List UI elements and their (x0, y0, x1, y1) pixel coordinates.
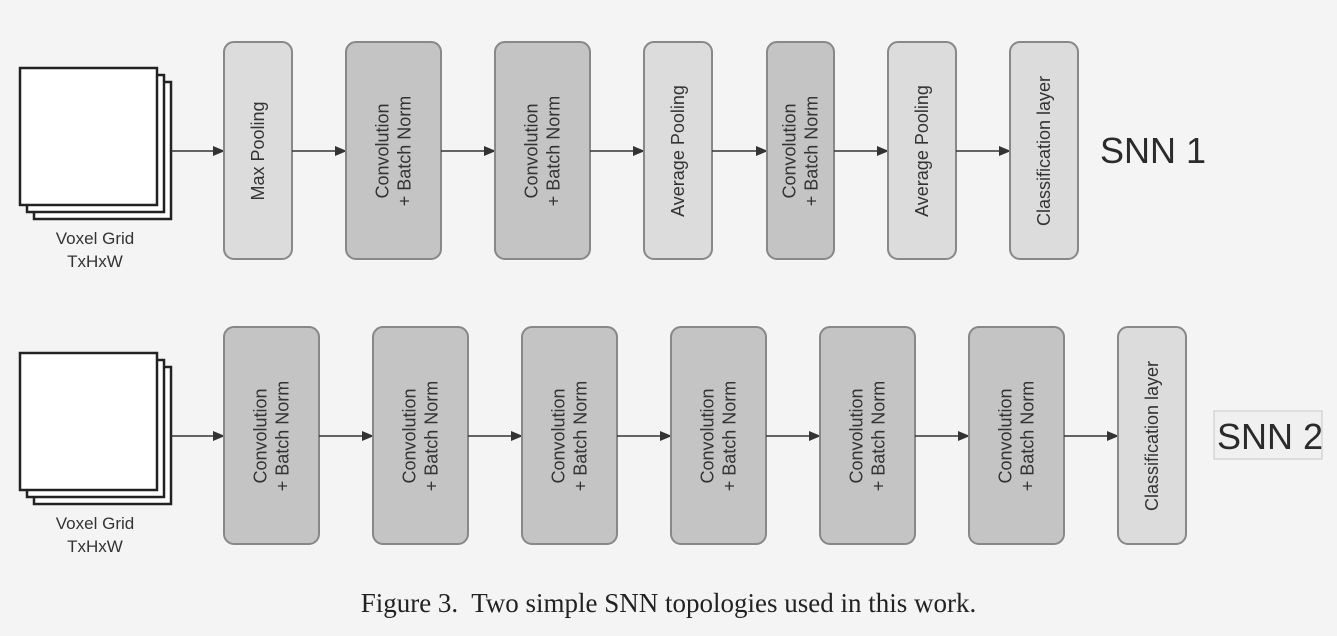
layer-block-label: Classification layer (1142, 361, 1162, 511)
layer-block-box (521, 326, 618, 545)
voxel-grid-stack (18, 351, 173, 506)
input-dimensions: TxHxW (67, 252, 123, 271)
figure-caption: Figure 3. Two simple SNN topologies used… (360, 588, 977, 618)
layer-block-box (968, 326, 1065, 545)
layer-block-convolution-batch-norm: Convolution+ Batch Norm (345, 41, 442, 260)
layer-block-convolution-batch-norm: Convolution+ Batch Norm (372, 326, 469, 545)
layer-block-label: Convolution (373, 103, 393, 198)
layer-block-label: + Batch Norm (869, 381, 889, 492)
layer-block-box (372, 326, 469, 545)
voxel-grid-sheet (18, 66, 159, 207)
layer-block-label: + Batch Norm (273, 381, 293, 492)
layer-block-average-pooling: Average Pooling (887, 41, 957, 260)
layer-block-convolution-batch-norm: Convolution+ Batch Norm (670, 326, 767, 545)
layer-block-box (345, 41, 442, 260)
layer-block-convolution-batch-norm: Convolution+ Batch Norm (766, 41, 835, 260)
input-label: Voxel Grid (56, 229, 134, 248)
network-label-box (1213, 410, 1323, 460)
voxel-grid-stack (18, 66, 173, 221)
layer-block-label: + Batch Norm (802, 96, 822, 207)
layer-block-label: Convolution (549, 388, 569, 483)
layer-block-box (1009, 41, 1079, 260)
layer-block-max-pooling: Max Pooling (223, 41, 293, 260)
network-label: SNN 1 (1100, 130, 1206, 171)
layer-block-convolution-batch-norm: Convolution+ Batch Norm (521, 326, 618, 545)
layer-block-label: Convolution (251, 388, 271, 483)
layer-block-label: Convolution (996, 388, 1016, 483)
network-label: SNN 2 (1217, 416, 1323, 457)
layer-block-label: Classification layer (1034, 76, 1054, 226)
layer-block-convolution-batch-norm: Convolution+ Batch Norm (968, 326, 1065, 545)
layer-block-box (1117, 326, 1187, 545)
layer-block-label: Convolution (847, 388, 867, 483)
layer-block-classification-layer: Classification layer (1117, 326, 1187, 545)
layer-block-box (223, 326, 320, 545)
input-label: Voxel Grid (56, 514, 134, 533)
layer-block-label: Convolution (780, 103, 800, 198)
layer-block-label: + Batch Norm (422, 381, 442, 492)
voxel-grid-sheet (18, 351, 159, 492)
layer-block-label: + Batch Norm (571, 381, 591, 492)
layer-block-box (766, 41, 835, 260)
layer-block-box (819, 326, 916, 545)
layer-block-convolution-batch-norm: Convolution+ Batch Norm (819, 326, 916, 545)
layer-block-label: Convolution (400, 388, 420, 483)
layer-block-box (670, 326, 767, 545)
input-dimensions: TxHxW (67, 537, 123, 556)
layer-block-label: + Batch Norm (1018, 381, 1038, 492)
layer-block-label: Average Pooling (912, 85, 932, 217)
layer-block-label: Convolution (698, 388, 718, 483)
layer-block-label: Convolution (522, 103, 542, 198)
layer-block-convolution-batch-norm: Convolution+ Batch Norm (494, 41, 591, 260)
layer-block-classification-layer: Classification layer (1009, 41, 1079, 260)
layer-block-box (494, 41, 591, 260)
layer-block-label: + Batch Norm (720, 381, 740, 492)
layer-block-label: Average Pooling (668, 85, 688, 217)
layer-block-convolution-batch-norm: Convolution+ Batch Norm (223, 326, 320, 545)
layer-block-label: Max Pooling (248, 101, 268, 200)
layer-block-label: + Batch Norm (544, 96, 564, 207)
layer-block-label: + Batch Norm (395, 96, 415, 207)
layer-block-average-pooling: Average Pooling (643, 41, 713, 260)
